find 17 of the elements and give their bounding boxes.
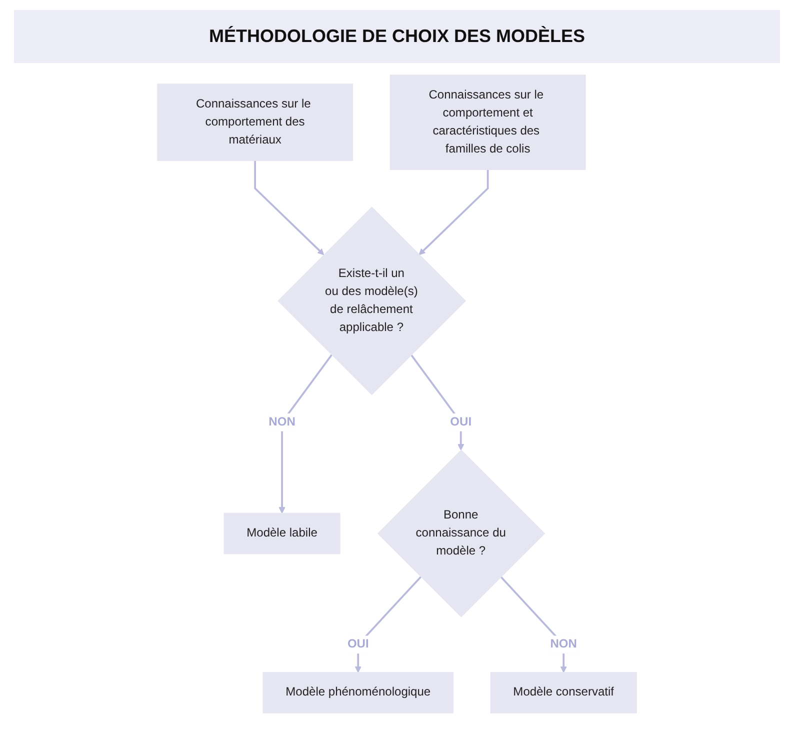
node-diamond: Bonne connaissance du modèle ?: [377, 450, 546, 618]
node-diamond: Existe-t-il un ou des modèle(s) de relâchement applicable ?: [278, 206, 466, 396]
title-banner: MÉTHODOLOGIE DE CHOIX DES MODÈLES: [14, 10, 780, 63]
edge-label: OUI: [347, 638, 369, 651]
node-box: Modèle labile: [224, 512, 340, 554]
arrow: [410, 354, 464, 450]
node-box: Modèle conservatif: [490, 672, 637, 714]
node-box: Modèle phénoménologique: [262, 672, 454, 714]
edge-label: OUI: [450, 416, 472, 428]
arrow: [418, 170, 489, 256]
arrow: [354, 576, 422, 673]
edge-label: NON: [268, 416, 296, 428]
node-box: Connaissances sur le comportement et caractéristiques des familles de colis: [390, 74, 586, 170]
arrow: [278, 354, 332, 514]
node-box: Connaissances sur le comportement des matériaux: [157, 84, 354, 161]
arrow: [254, 160, 324, 256]
edge-label: NON: [550, 638, 577, 651]
